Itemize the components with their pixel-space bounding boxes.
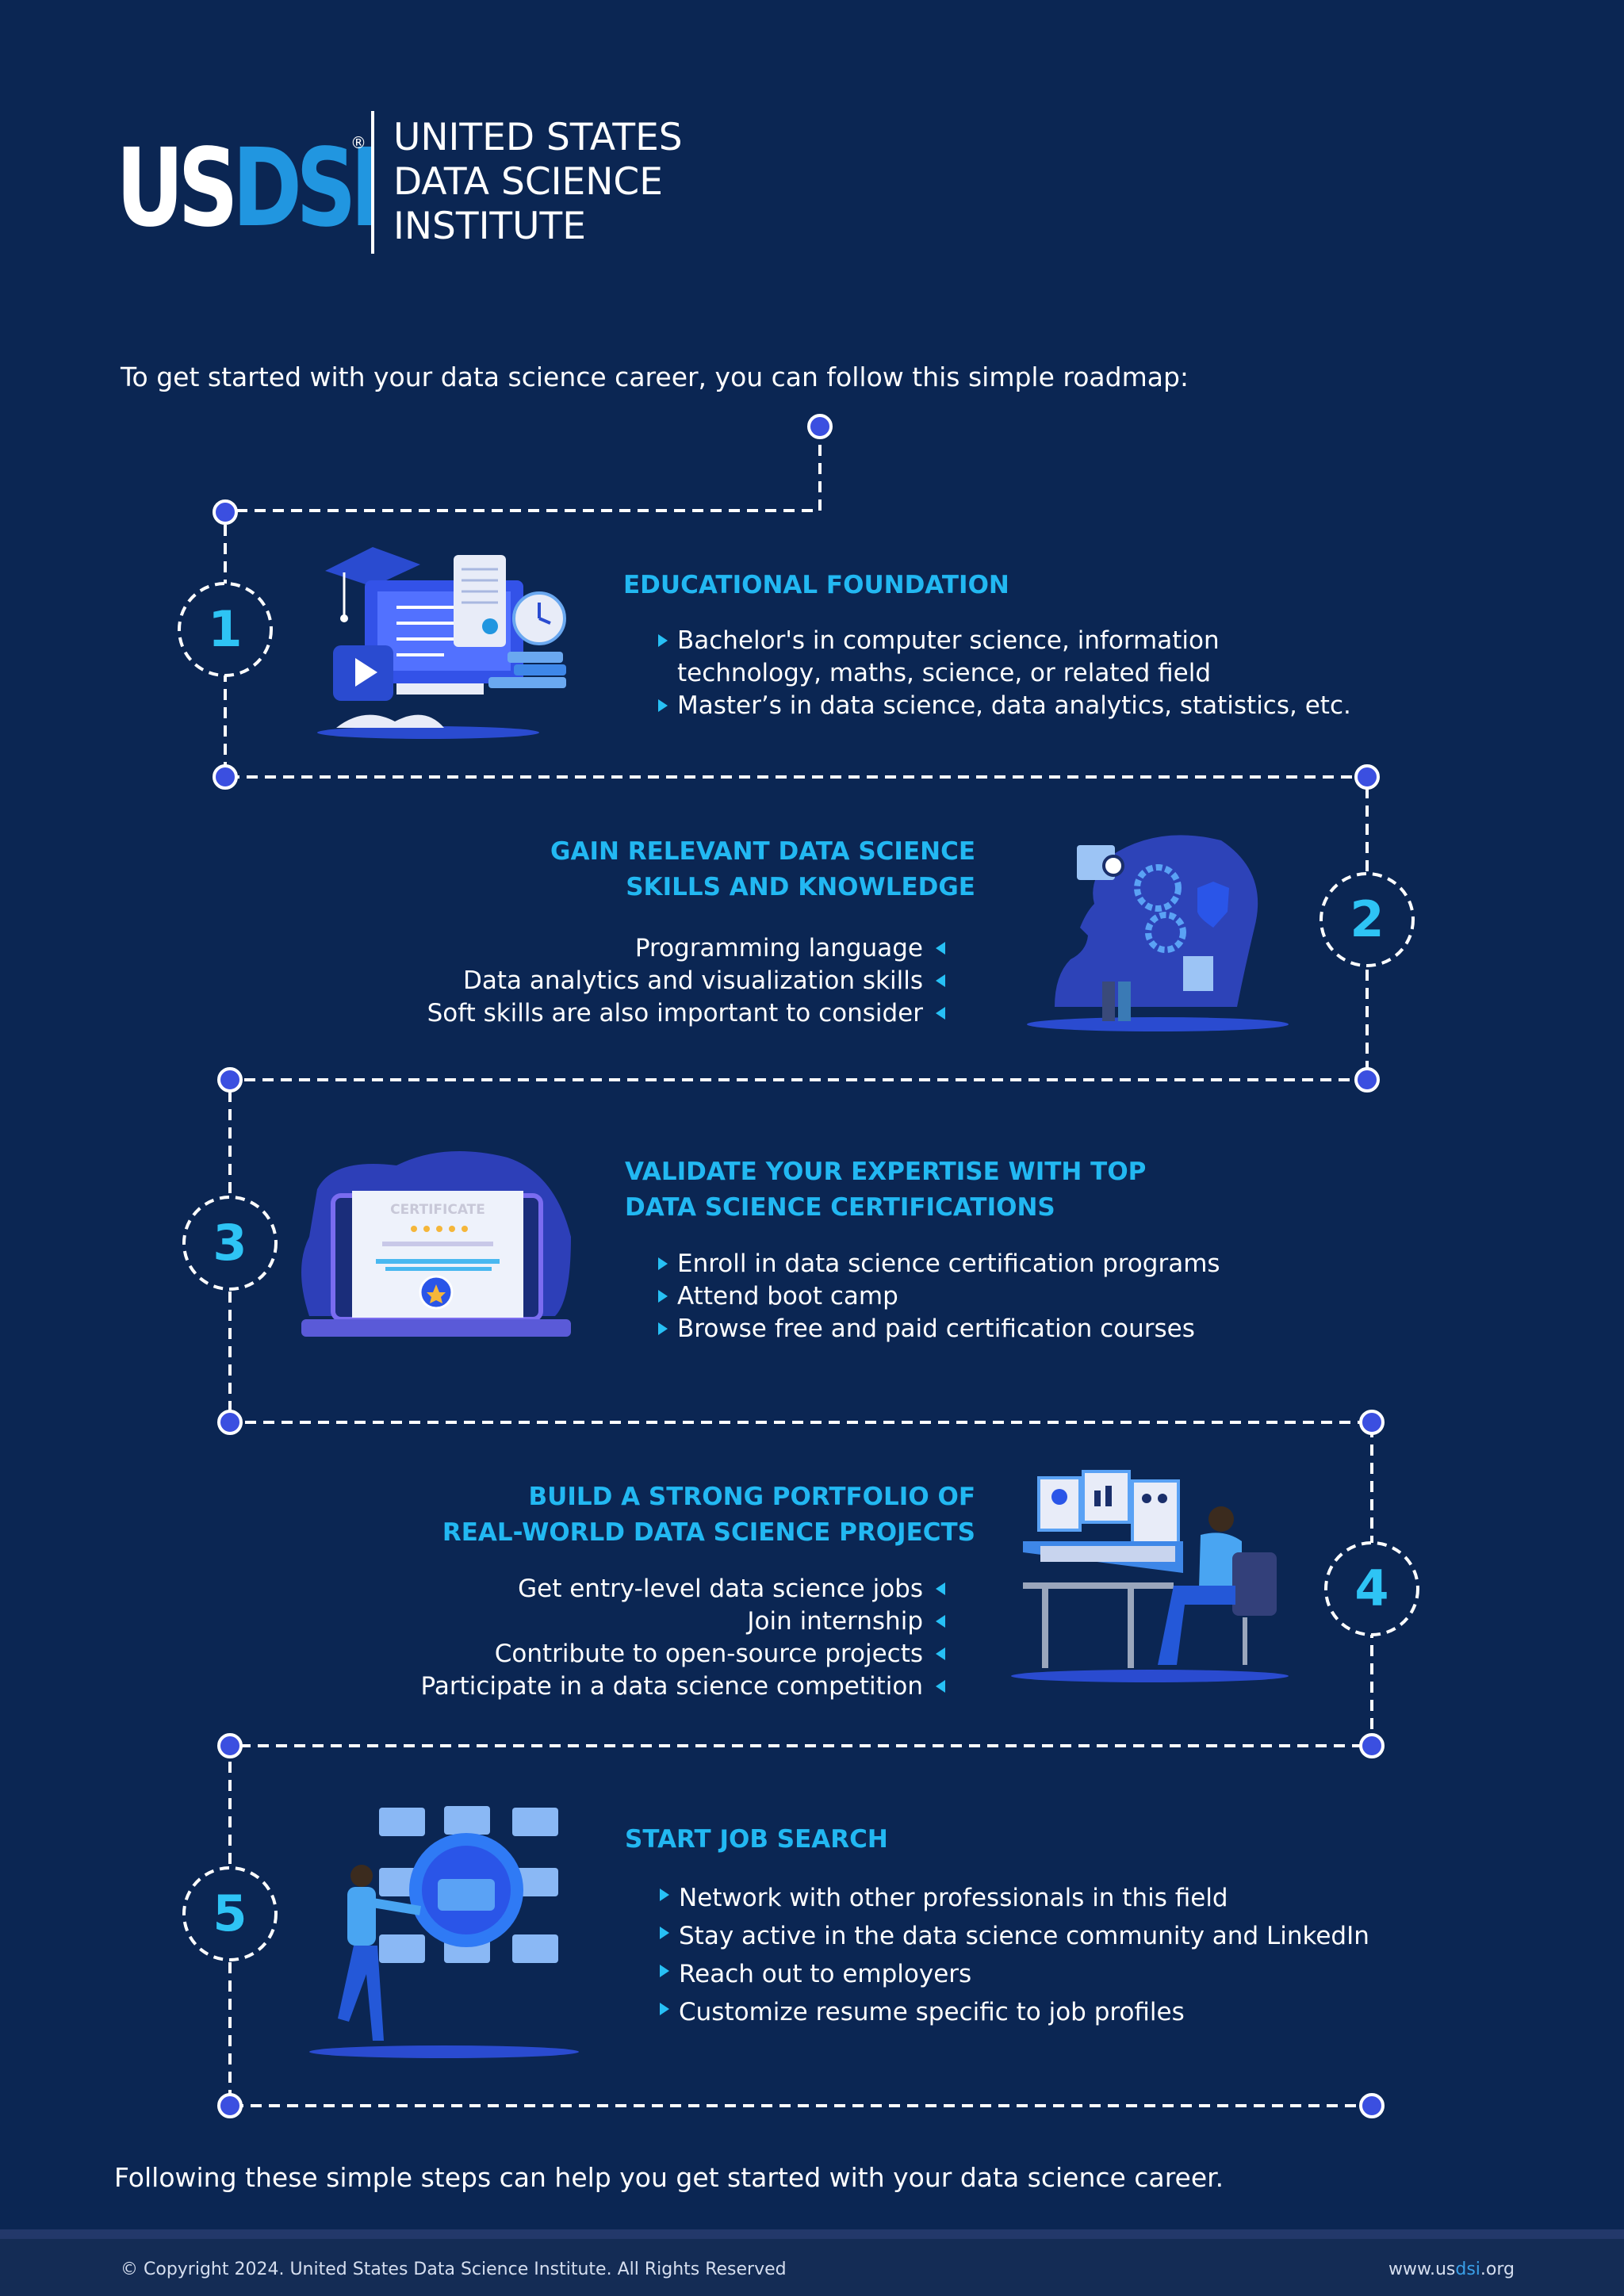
certificate-label: CERTIFICATE bbox=[390, 1202, 485, 1218]
logo-divider bbox=[371, 111, 374, 254]
closing-text: Following these simple steps can help yo… bbox=[114, 2162, 1224, 2193]
list-item: Join internship bbox=[232, 1605, 945, 1638]
list-item: Reach out to employers bbox=[660, 1955, 1373, 1993]
step-1-number: 1 bbox=[208, 600, 243, 658]
step-4-title: BUILD A STRONG PORTFOLIO OF REAL-WORLD D… bbox=[442, 1483, 975, 1547]
briefcase-icon bbox=[444, 1806, 490, 1835]
education-illustration bbox=[317, 547, 566, 739]
list-item: Enroll in data science certification pro… bbox=[658, 1248, 1340, 1280]
path-node bbox=[217, 2093, 243, 2118]
step-1-badge-ring bbox=[178, 582, 273, 677]
path-node bbox=[1359, 1733, 1385, 1758]
copyright-text: © Copyright 2024. United States Data Sci… bbox=[121, 2260, 787, 2279]
step-3-title: VALIDATE YOUR EXPERTISE WITH TOP DATA SC… bbox=[625, 1158, 1147, 1222]
step-2-number: 2 bbox=[1350, 890, 1385, 948]
step-4-number: 4 bbox=[1354, 1559, 1389, 1617]
list-item: Customize resume specific to job profile… bbox=[660, 1993, 1373, 2031]
briefcase-icon bbox=[512, 1808, 558, 1836]
logo-mark: USDSI bbox=[116, 126, 381, 251]
list-item: Attend boot camp bbox=[658, 1280, 1340, 1313]
step-5-title: START JOB SEARCH bbox=[625, 1825, 888, 1854]
path-node bbox=[807, 414, 833, 439]
footer: © Copyright 2024. United States Data Sci… bbox=[0, 2229, 1624, 2296]
step-2-bullets: Programming language Data analytics and … bbox=[232, 932, 945, 1030]
path-node bbox=[217, 1410, 243, 1435]
path-node bbox=[1354, 1067, 1380, 1093]
step-2-badge-ring bbox=[1320, 872, 1415, 967]
list-item: Programming language bbox=[232, 932, 945, 965]
list-item: Participate in a data science competitio… bbox=[232, 1670, 945, 1703]
step-3-bullets: Enroll in data science certification pro… bbox=[658, 1248, 1340, 1345]
step-4-bullets: Get entry-level data science jobs Join i… bbox=[232, 1573, 945, 1703]
list-item: Data analytics and visualization skills bbox=[232, 965, 945, 997]
path-node bbox=[213, 499, 238, 525]
step-1-bullets: Bachelor's in computer science, informat… bbox=[658, 625, 1356, 722]
briefcase-icon bbox=[379, 1934, 425, 1963]
list-item: Contribute to open-source projects bbox=[232, 1638, 945, 1670]
institute-name: UNITED STATES DATA SCIENCE INSTITUTE bbox=[393, 116, 683, 248]
certificate-illustration bbox=[301, 1151, 571, 1337]
list-item: Browse free and paid certification cours… bbox=[658, 1313, 1340, 1345]
step-3-badge-ring bbox=[182, 1196, 278, 1291]
briefcase-icon bbox=[512, 1934, 558, 1963]
list-item: Stay active in the data science communit… bbox=[660, 1917, 1373, 1955]
list-item: Bachelor's in computer science, informat… bbox=[658, 625, 1356, 690]
path-node bbox=[1359, 1410, 1385, 1435]
step-1-title: EDUCATIONAL FOUNDATION bbox=[623, 571, 1009, 599]
step-4-badge-ring bbox=[1324, 1541, 1419, 1636]
path-nodes bbox=[213, 414, 1385, 2118]
list-item: Master’s in data science, data analytics… bbox=[658, 690, 1356, 722]
list-item: Get entry-level data science jobs bbox=[232, 1573, 945, 1605]
intro-text: To get started with your data science ca… bbox=[121, 362, 1189, 392]
step-5-badge-ring bbox=[182, 1866, 278, 1961]
path-node bbox=[217, 1067, 243, 1093]
head-gears-illustration bbox=[1027, 835, 1289, 1031]
step-5-bullets: Network with other professionals in this… bbox=[660, 1879, 1373, 2031]
list-item: Soft skills are also important to consid… bbox=[232, 997, 945, 1030]
website-link[interactable]: www.usdsi.org bbox=[1388, 2260, 1515, 2279]
path-node bbox=[213, 764, 238, 790]
path-node bbox=[1359, 2093, 1385, 2118]
list-item: Network with other professionals in this… bbox=[660, 1879, 1373, 1917]
step-5-number: 5 bbox=[213, 1885, 247, 1942]
path-node bbox=[1354, 764, 1380, 790]
registered-mark: ® bbox=[350, 133, 366, 152]
step-2-title: GAIN RELEVANT DATA SCIENCE SKILLS AND KN… bbox=[550, 837, 975, 901]
path-node bbox=[217, 1733, 243, 1758]
briefcase-icon bbox=[512, 1868, 558, 1896]
job-search-illustration bbox=[309, 1806, 579, 2058]
step-3-number: 3 bbox=[213, 1214, 247, 1272]
briefcase-icon bbox=[379, 1808, 425, 1836]
portfolio-desk-illustration bbox=[1011, 1470, 1289, 1682]
